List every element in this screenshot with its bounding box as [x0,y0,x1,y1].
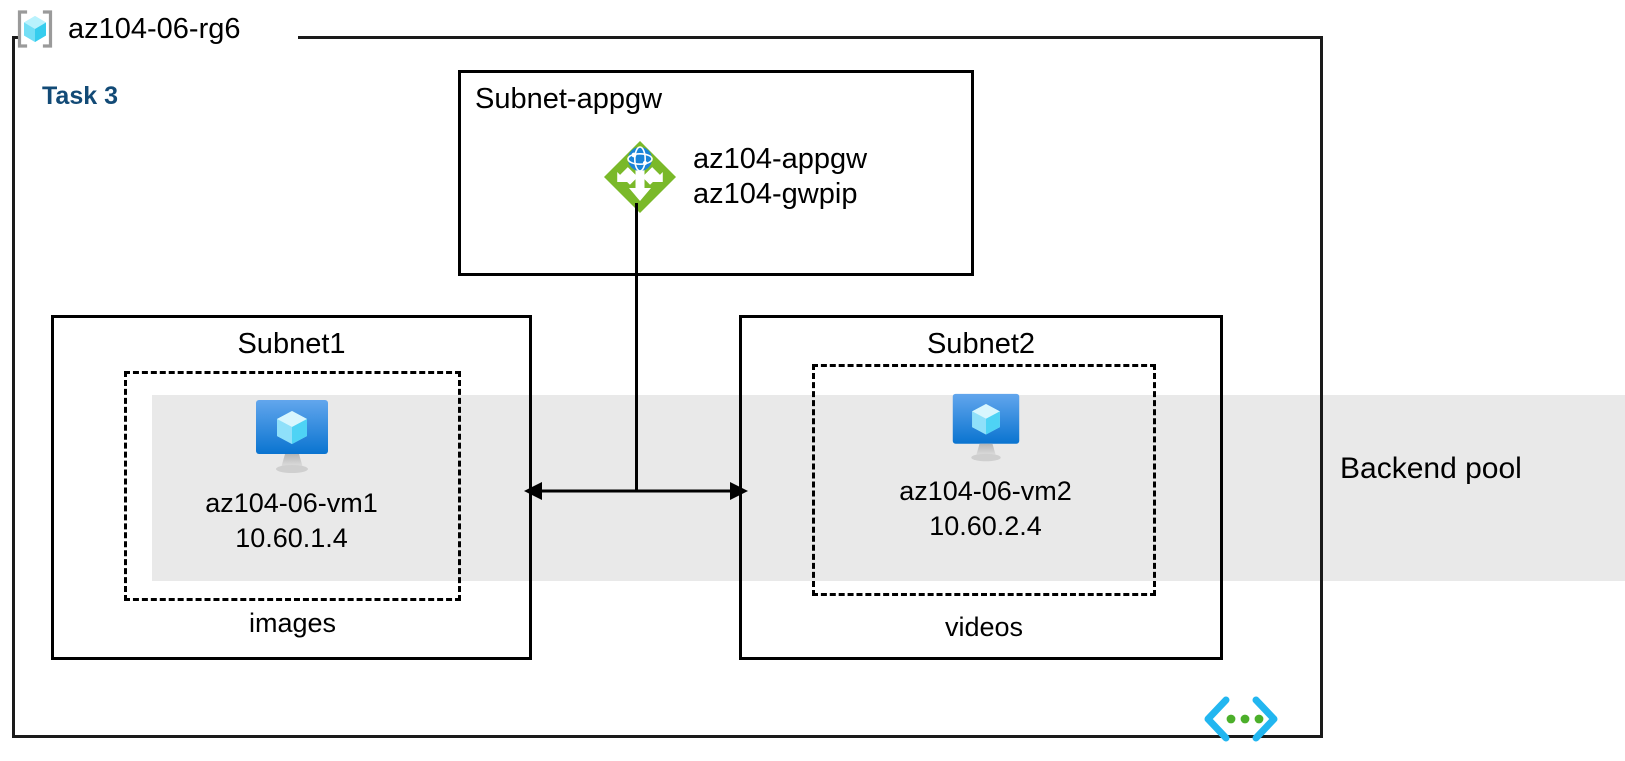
subnet2-title: Subnet2 [926,328,1036,360]
resource-group-icon [14,8,56,50]
subnet1-vm-name: az104-06-vm1 [205,488,378,518]
application-gateway-names: az104-appgw az104-gwpip [693,142,867,213]
subnet1-vm-labels: az104-06-vm1 10.60.1.4 [205,486,378,555]
task-label: Task 3 [42,82,118,110]
subnet-appgw-box: Subnet-appgw [458,70,974,276]
subnet2-storage-label: videos [944,612,1024,642]
subnet2-vm-name: az104-06-vm2 [899,476,1072,506]
vnet-code-icon [1196,690,1286,748]
backend-pool-band [152,395,1625,581]
virtual-machine-icon [946,392,1026,464]
resource-group-title: az104-06-rg6 [14,8,241,50]
backend-pool-label: Backend pool [1340,452,1522,485]
subnet-link-arrow [524,473,748,509]
subnet1-vm-ip: 10.60.1.4 [235,522,348,553]
resource-group-name: az104-06-rg6 [68,12,241,45]
application-gateway-icon [601,138,679,216]
resource-group-title-gap [18,22,298,52]
subnet2-vm-ip: 10.60.2.4 [929,510,1042,541]
subnet1-title: Subnet1 [237,328,346,360]
resource-group-frame [12,36,1323,738]
appgw-resource-name: az104-appgw [693,142,868,175]
subnet1-vm-group: az104-06-vm1 10.60.1.4 [164,398,419,555]
subnet2-vm-group: az104-06-vm2 10.60.2.4 [858,392,1113,543]
virtual-machine-icon [249,398,335,476]
gwpip-resource-name: az104-gwpip [693,178,858,210]
subnet2-vm-dashed-boundary [812,364,1156,596]
subnet2-vm-labels: az104-06-vm2 10.60.2.4 [899,474,1072,543]
subnet1-storage-label: images [248,608,337,638]
application-gateway-group: az104-appgw az104-gwpip [601,138,867,216]
subnet1-vm-dashed-boundary [124,371,461,601]
appgw-connector-line [635,203,638,492]
subnet-appgw-title: Subnet-appgw [475,83,663,115]
subnet1-box: Subnet1 [51,315,532,660]
subnet2-box: Subnet2 [739,315,1223,660]
